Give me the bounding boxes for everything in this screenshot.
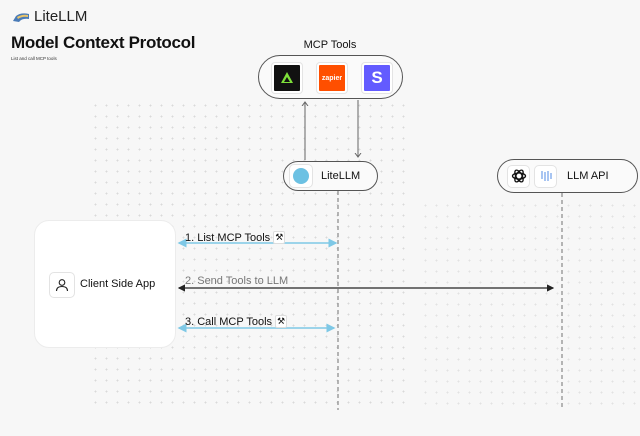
tools-icon: ⚒ — [273, 231, 286, 244]
step-1-label: 1. List MCP Tools ⚒ — [185, 231, 286, 244]
atlas-icon[interactable] — [272, 63, 302, 93]
logo-text: LiteLLM — [34, 8, 88, 25]
step-1-text: 1. List MCP Tools — [185, 231, 271, 244]
step-3-text: 3. Call MCP Tools — [185, 315, 273, 328]
litellm-logo-icon — [13, 12, 29, 22]
mcp-tools-group: zapier S — [258, 55, 403, 99]
llm-api-node[interactable]: LLM API — [497, 159, 638, 193]
mcp-tools-label: MCP Tools — [303, 39, 357, 51]
step-2-text: 2. Send Tools to LLM — [185, 275, 289, 287]
zapier-icon[interactable]: zapier — [317, 63, 347, 93]
page-subtitle: List and call MCP tools — [11, 56, 57, 61]
openai-icon — [507, 164, 530, 188]
client-side-app-node[interactable]: Client Side App — [34, 220, 176, 348]
tools-icon: ⚒ — [275, 315, 288, 328]
dotted-background — [420, 200, 640, 410]
litellm-icon — [289, 164, 313, 188]
logo: LiteLLM — [12, 8, 87, 25]
litellm-node-label: LiteLLM — [321, 170, 361, 182]
page-title: Model Context Protocol — [11, 33, 196, 52]
step-2-label: 2. Send Tools to LLM — [185, 275, 288, 287]
user-icon — [49, 272, 75, 298]
llama-index-icon — [534, 164, 557, 188]
client-node-label: Client Side App — [80, 278, 156, 290]
litellm-node[interactable]: LiteLLM — [283, 161, 378, 191]
stripe-icon[interactable]: S — [362, 63, 392, 93]
llm-api-node-label: LLM API — [567, 170, 609, 182]
step-3-label: 3. Call MCP Tools ⚒ — [185, 315, 288, 328]
